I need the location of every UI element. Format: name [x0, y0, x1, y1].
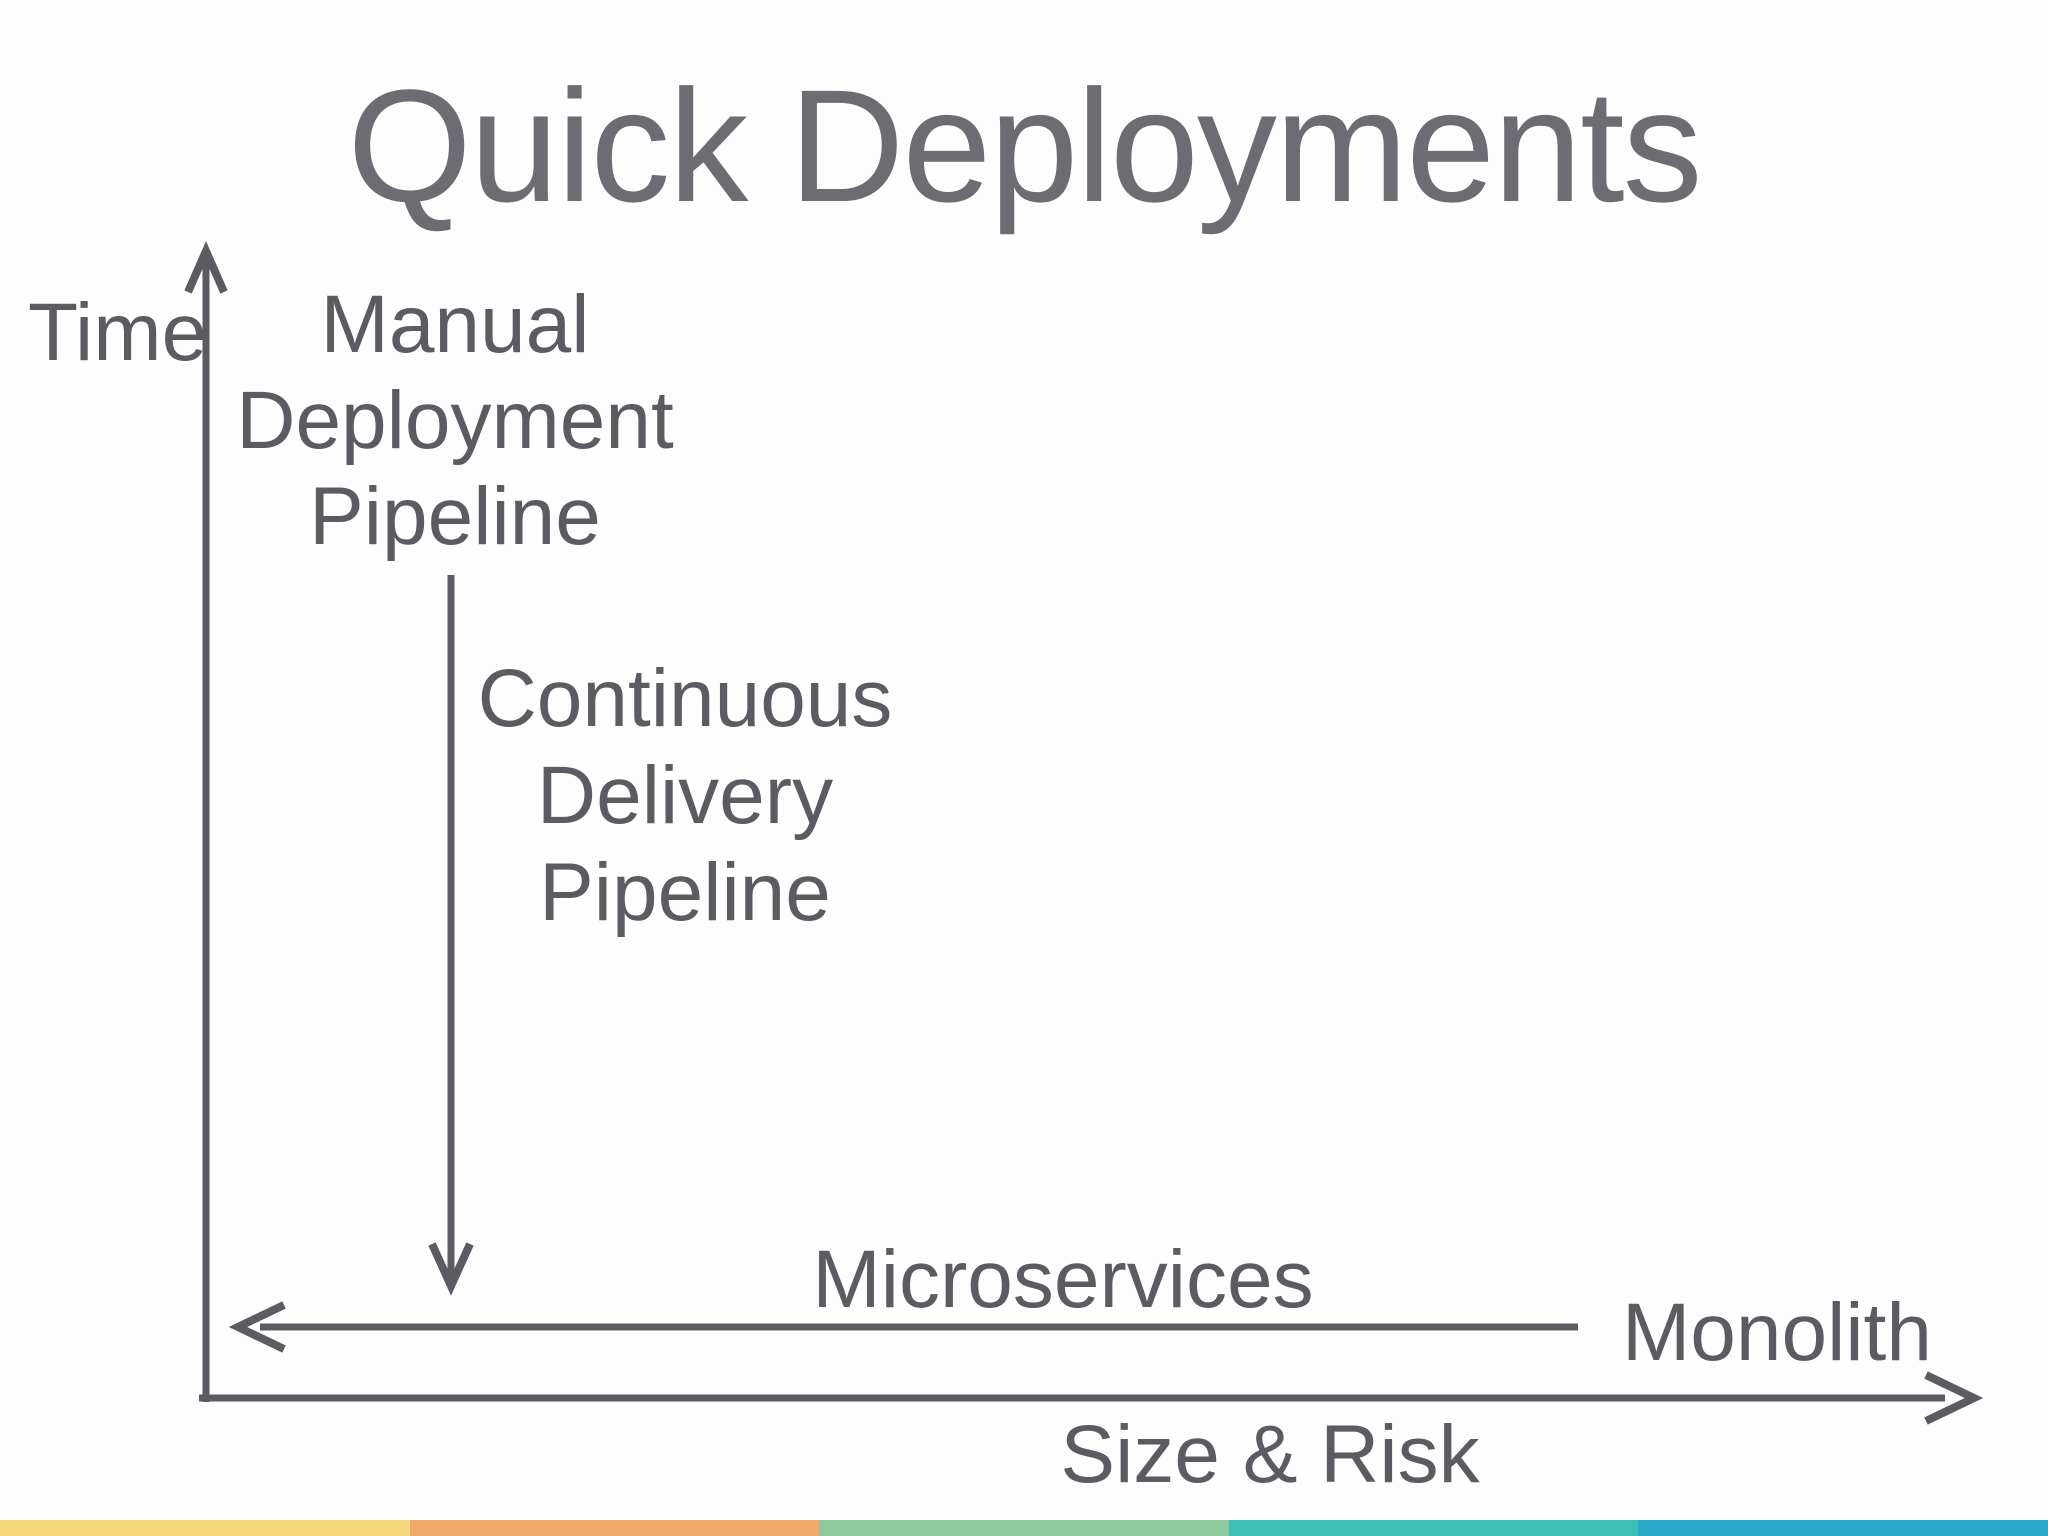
microservices-label: Microservices	[812, 1234, 1314, 1325]
stripe-band-1	[0, 1520, 410, 1536]
manual-deployment-pipeline-label: Manual Deployment Pipeline	[236, 279, 674, 562]
microservices-arrowhead-icon	[228, 1301, 286, 1353]
monolith-label: Monolith	[1622, 1287, 1932, 1378]
stripe-band-5	[1638, 1520, 2048, 1536]
stripe-band-3	[819, 1520, 1229, 1536]
page-title: Quick Deployments	[347, 56, 1702, 235]
footer-color-stripe	[0, 1520, 2048, 1536]
x-axis-arrowhead-icon	[1924, 1371, 1984, 1425]
y-axis-label: Time	[28, 287, 208, 378]
stripe-band-4	[1228, 1520, 1639, 1536]
pipeline-down-arrowhead-icon	[428, 1242, 474, 1296]
continuous-delivery-pipeline-label: Continuous Delivery Pipeline	[477, 653, 893, 938]
y-axis-arrowhead-icon	[184, 241, 228, 294]
x-axis-label: Size & Risk	[1060, 1409, 1480, 1500]
stripe-band-2	[409, 1520, 820, 1536]
